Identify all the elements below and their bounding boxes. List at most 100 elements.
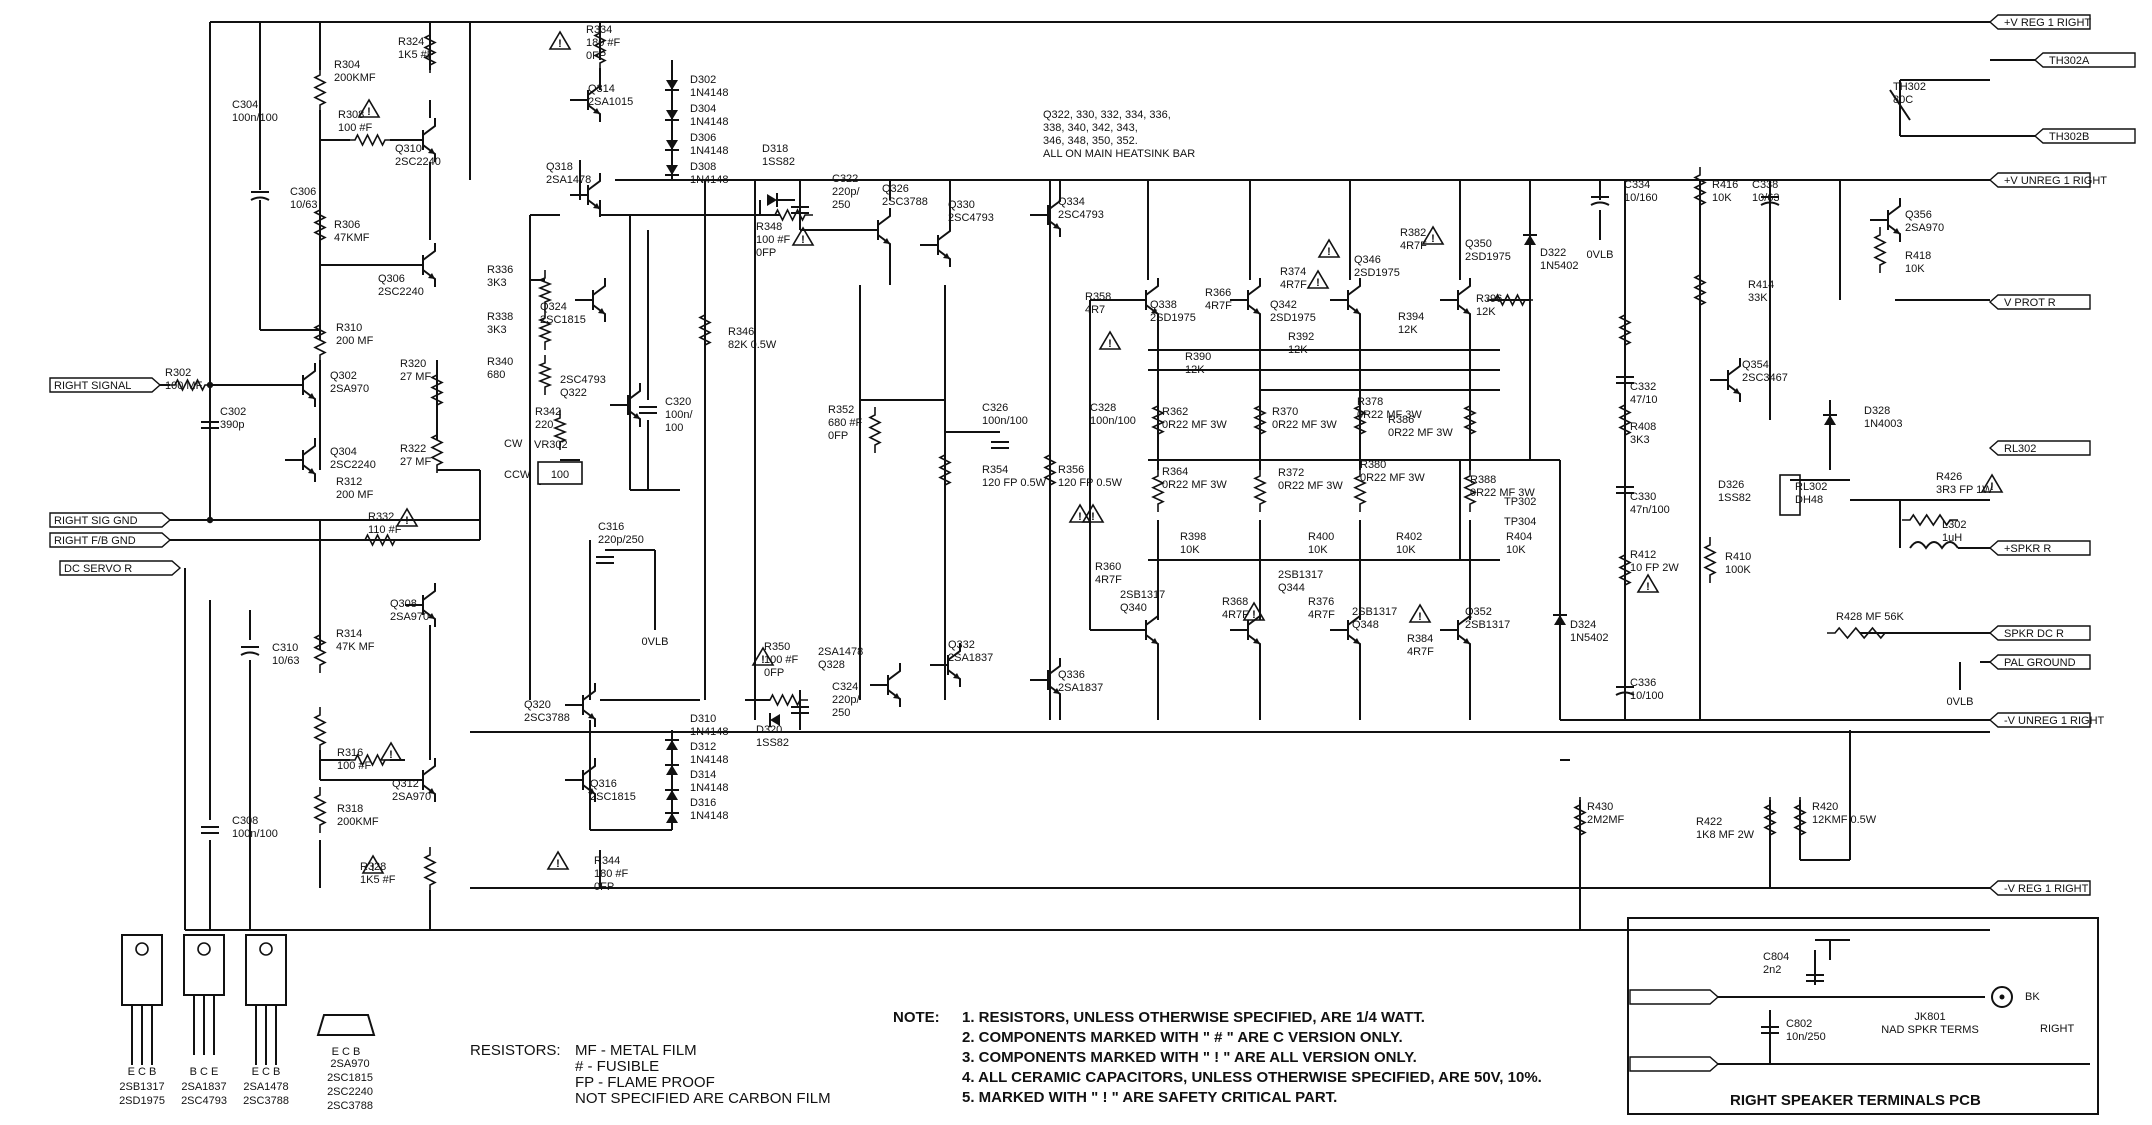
transistor-symbol — [877, 208, 891, 226]
r384-label: R384 — [1407, 633, 1433, 645]
junction-dot — [206, 516, 214, 524]
resistor-symbol — [1827, 626, 1893, 640]
resistor-symbol — [423, 27, 437, 73]
r352-label: R352 — [828, 404, 854, 416]
transistor-symbol — [1247, 278, 1261, 296]
potentiometer-vr302 — [537, 461, 583, 485]
warning-icon — [357, 98, 381, 118]
resistor-symbol — [1763, 797, 1777, 843]
transistor-symbol — [1253, 308, 1260, 314]
c320-label: 100n/ — [665, 409, 693, 421]
r398-label: R398 — [1180, 531, 1206, 543]
port-label-vunreg_top: +V UNREG 1 RIGHT — [2004, 175, 2107, 187]
c322-label: C322 — [832, 173, 858, 185]
port-flag-vunreg_bot — [1988, 712, 2091, 728]
r404-label: 10K — [1506, 544, 1526, 556]
components: !!!!!!!!!!!!!!!!!! — [167, 25, 2004, 1034]
warning-icon — [361, 854, 385, 874]
c310-label: C310 — [272, 642, 298, 654]
resistor-symbol — [313, 202, 327, 248]
c308-label: C308 — [232, 815, 258, 827]
diode-symbol — [767, 194, 777, 206]
r382-label: 4R7F — [1400, 240, 1427, 252]
transistor-symbol — [1463, 638, 1470, 644]
q338-label: 2SD1975 — [1150, 312, 1196, 324]
warning-icon: ! — [1418, 611, 1422, 623]
r308-label: R308 — [338, 109, 364, 121]
r370-label: 0R22 MF 3W — [1272, 419, 1337, 431]
footer-notes — [121, 917, 2099, 1115]
q312-label: 2SA970 — [392, 791, 431, 803]
q334-label: Q334 — [1058, 196, 1085, 208]
r388-label: R388 — [1470, 474, 1496, 486]
d328-label: 1N4003 — [1864, 418, 1903, 430]
r376-label: R376 — [1308, 596, 1334, 608]
r392-label: R392 — [1288, 331, 1314, 343]
r372-label: R372 — [1278, 467, 1304, 479]
pot-ccw-label: CCW — [504, 469, 531, 481]
warning-icon — [751, 646, 775, 666]
r346-label: R346 — [728, 326, 754, 338]
terminal-right-label: RIGHT — [2040, 1023, 2075, 1035]
diode-symbol — [666, 813, 678, 823]
d306-label: 1N4148 — [690, 145, 729, 157]
d304-label: 1N4148 — [690, 116, 729, 128]
resistor-symbol — [1463, 398, 1477, 442]
warning-icon: ! — [1327, 246, 1331, 258]
q322-label: Q322 — [560, 387, 587, 399]
resistor-symbol — [1151, 398, 1165, 442]
d308-label: 1N4148 — [690, 174, 729, 186]
ground-label: 0VLB — [1587, 249, 1614, 261]
r390-label: R390 — [1185, 351, 1211, 363]
capacitor-symbol — [250, 196, 270, 201]
c326-label: 100n/100 — [982, 415, 1028, 427]
resistor-symbol — [313, 627, 327, 673]
thermistor-th302 — [1889, 89, 1911, 121]
r400-label: R400 — [1308, 531, 1334, 543]
r426-label: 3R3 FP 1W — [1936, 484, 1993, 496]
r334-label: 0FP — [586, 50, 606, 62]
r392-label: 12K — [1288, 344, 1308, 356]
r372-label: 0R22 MF 3W — [1278, 480, 1343, 492]
r378-label: R378 — [1357, 396, 1383, 408]
r400-label: 10K — [1308, 544, 1328, 556]
c306-label: C306 — [290, 186, 316, 198]
c320-label: C320 — [665, 396, 691, 408]
transistor-symbol — [302, 438, 316, 456]
q310-label: Q310 — [395, 143, 422, 155]
package-part: 2SA1478 — [243, 1081, 288, 1093]
to92-package — [316, 1014, 376, 1036]
r378-label: 0R22 MF 3W — [1357, 409, 1422, 421]
transistor-symbol — [1457, 608, 1471, 626]
th302-label: 80C — [1893, 94, 1913, 106]
heatsink-note: 346, 348, 350, 352. — [1043, 135, 1138, 147]
port-label-right_sig_gnd: RIGHT SIG GND — [54, 515, 138, 527]
r360-label: R360 — [1095, 561, 1121, 573]
c328-label: C328 — [1090, 402, 1116, 414]
port-label-spkr_r: +SPKR R — [2004, 543, 2051, 555]
r322-label: 27 MF — [400, 456, 431, 468]
q318-label: Q318 — [546, 161, 573, 173]
r322-label: R322 — [400, 443, 426, 455]
transistor-symbol — [422, 583, 436, 601]
q314-label: Q314 — [588, 83, 615, 95]
resistor-symbol — [167, 378, 213, 392]
transistor-symbol — [883, 238, 890, 244]
diode-symbol — [666, 790, 678, 800]
resistor-legend-item: # - FUSIBLE — [575, 1058, 659, 1075]
q324-label: Q324 — [540, 301, 567, 313]
mounting-hole-icon — [197, 942, 211, 956]
port-flag-right_signal — [49, 377, 162, 393]
r396-label: R396 — [1476, 293, 1502, 305]
r386-label: 0R22 MF 3W — [1388, 427, 1453, 439]
note-item: 1. RESISTORS, UNLESS OTHERWISE SPECIFIED… — [962, 1009, 1425, 1026]
warning-icon — [1081, 503, 1105, 523]
port-label-pal_gnd: PAL GROUND — [2004, 657, 2076, 669]
r356-label: 120 FP 0.5W — [1058, 477, 1123, 489]
r388-label: 0R22 MF 3W — [1470, 487, 1535, 499]
jack-label: NAD SPKR TERMS — [1881, 1024, 1979, 1036]
vr302-label: VR302 — [534, 439, 568, 451]
q308-label: Q308 — [390, 598, 417, 610]
capacitor-symbol — [1590, 201, 1610, 206]
q348-label: Q348 — [1352, 619, 1379, 631]
